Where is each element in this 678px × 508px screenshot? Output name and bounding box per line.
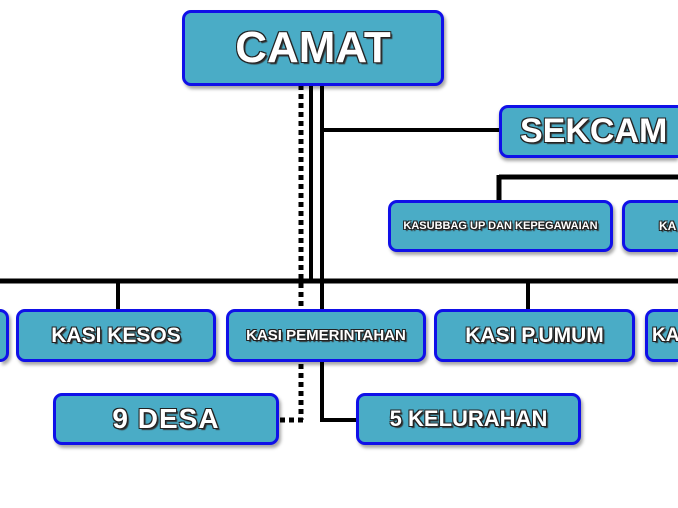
kelurahan-label: 5 KELURAHAN [389, 406, 548, 431]
desa-label: 9 DESA [112, 403, 220, 434]
kasi-partial-right-label: KA [652, 324, 678, 346]
desa-box: 9 DESA [53, 393, 279, 445]
kasubbag-up-label: KASUBBAG UP DAN KEPEGAWAIAN [403, 220, 598, 232]
sekcam-box: SEKCAM [499, 105, 678, 158]
kasubbag-up-box: KASUBBAG UP DAN KEPEGAWAIAN [388, 200, 613, 252]
kasi-kesos-box: KASI KESOS [16, 309, 216, 362]
camat-label: CAMAT [235, 23, 391, 72]
kasi-pemerintahan-box: KASI PEMERINTAHAN [226, 309, 426, 362]
kelurahan-box: 5 KELURAHAN [356, 393, 581, 445]
kasi-partial-right-box: KA [645, 309, 678, 362]
kasubbag-partial-box: KA [622, 200, 678, 252]
kasi-partial-left-box [0, 309, 9, 362]
kasi-pemerintahan-label: KASI PEMERINTAHAN [246, 327, 406, 344]
kasi-pumum-box: KASI P.UMUM [434, 309, 635, 362]
kasi-pumum-label: KASI P.UMUM [465, 323, 604, 347]
kasubbag-partial-label: KA [659, 219, 677, 233]
kasi-kesos-label: KASI KESOS [51, 323, 181, 347]
sekcam-label: SEKCAM [520, 112, 668, 150]
camat-box: CAMAT [182, 10, 444, 86]
